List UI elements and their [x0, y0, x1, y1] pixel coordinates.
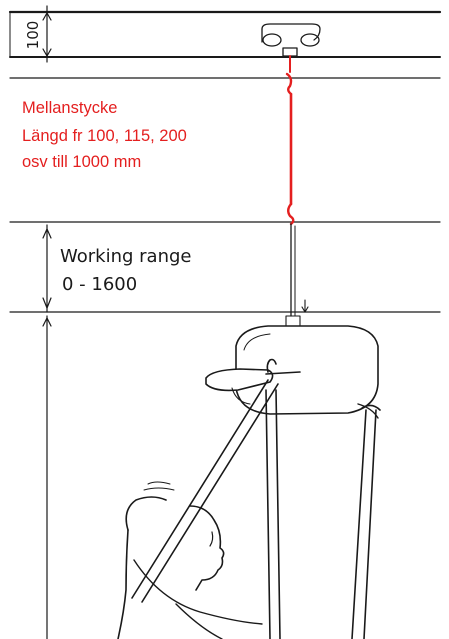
annotation-line-1: Mellanstycke — [22, 99, 117, 117]
working-range-label: Working range — [60, 246, 191, 267]
rail-height-label: 100 — [24, 21, 42, 50]
working-range-value: 0 - 1600 — [62, 274, 137, 295]
rail-height-dimension — [42, 5, 52, 63]
extension-piece-annotation: Mellanstycke Längd fr 100, 115, 200 osv … — [22, 99, 191, 171]
annotation-line-3: osv till 1000 mm — [22, 153, 141, 171]
person-figure — [117, 481, 263, 639]
ceiling-rail — [8, 10, 442, 58]
lifting-strap — [285, 223, 309, 327]
working-range-dimension — [42, 224, 52, 639]
sling-hanger — [131, 358, 381, 639]
lift-motor-unit — [205, 325, 379, 419]
extension-piece — [285, 55, 295, 226]
mounting-lines — [9, 77, 441, 313]
annotation-line-2: Längd fr 100, 115, 200 — [22, 127, 187, 145]
rail-trolley — [261, 23, 321, 57]
